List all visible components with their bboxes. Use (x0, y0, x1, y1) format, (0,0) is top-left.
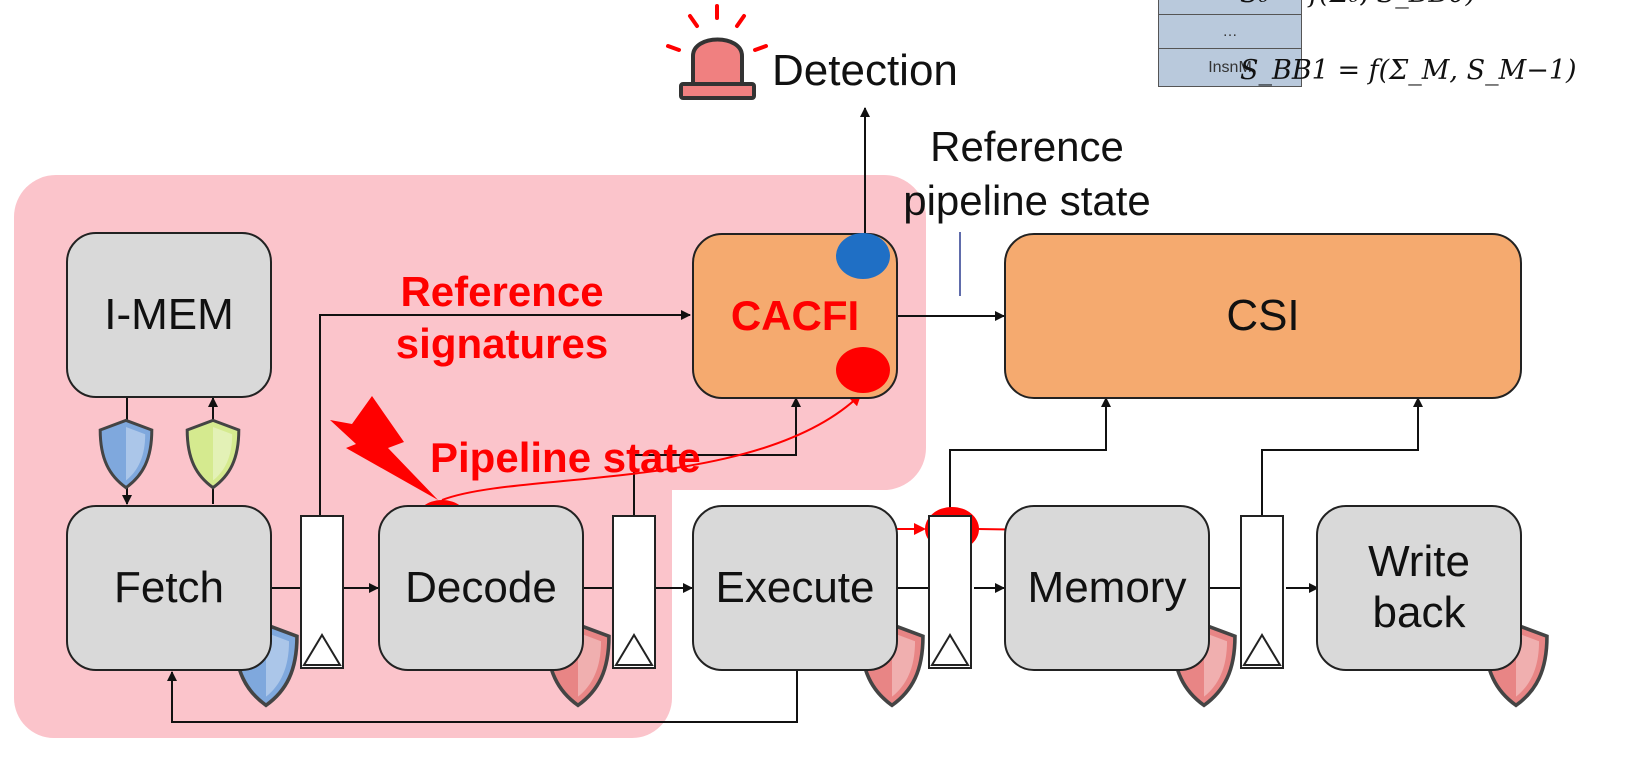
memory-label: Memory (1027, 562, 1187, 612)
table-row (1159, 0, 1301, 14)
imem-block: I-MEM (66, 232, 272, 398)
fetch-stage: Fetch (66, 505, 272, 671)
pipeline-state-label: Pipeline state (430, 434, 701, 481)
pipeline-register-if-id (300, 515, 344, 669)
reference-signatures-line1: Reference (400, 268, 604, 315)
decode-stage: Decode (378, 505, 584, 671)
fetch-label: Fetch (113, 562, 225, 612)
table-row: … (1159, 14, 1301, 48)
writeback-label-line2: back (1372, 588, 1466, 637)
table-row: InsnM (1159, 48, 1301, 86)
imem-label: I-MEM (104, 289, 234, 339)
writeback-label-line1: Write (1368, 537, 1470, 587)
alarm-siren-icon (666, 4, 768, 100)
pipeline-state-dot (836, 347, 890, 393)
execute-stage: Execute (692, 505, 898, 671)
detection-label: Detection (772, 46, 958, 95)
signature-equation: S_BB1 = f(Σ_M, S_M−1) (1240, 55, 1577, 86)
reference-pipeline-state-line2: pipeline state (903, 177, 1151, 224)
csi-label: CSI (1226, 290, 1300, 340)
lightning-bolt-icon (330, 396, 438, 500)
cacfi-module: CACFI (692, 233, 898, 399)
cacfi-label: CACFI (730, 291, 860, 339)
shield-icon (185, 418, 241, 490)
reference-signatures-label: Reference signatures (378, 266, 626, 370)
reference-state-dot (836, 233, 890, 279)
decode-label: Decode (405, 562, 557, 612)
reference-signatures-line2: signatures (395, 320, 609, 367)
reference-pipeline-state-line1: Reference (930, 123, 1124, 170)
pipeline-register-id-ex (612, 515, 656, 669)
memory-stage: Memory (1004, 505, 1210, 671)
shield-icon (98, 418, 154, 490)
execute-label: Execute (715, 562, 875, 612)
pipeline-register-ex-mem (928, 515, 972, 669)
csi-module: CSI (1004, 233, 1522, 399)
writeback-stage: Write back (1316, 505, 1522, 671)
signature-equation: S₀ = f(Σ₀, S_BB0) (1240, 0, 1476, 9)
signature-table: … InsnM (1158, 0, 1302, 87)
pipeline-register-mem-wb (1240, 515, 1284, 669)
reference-pipeline-state-label: Reference pipeline state (872, 120, 1182, 228)
